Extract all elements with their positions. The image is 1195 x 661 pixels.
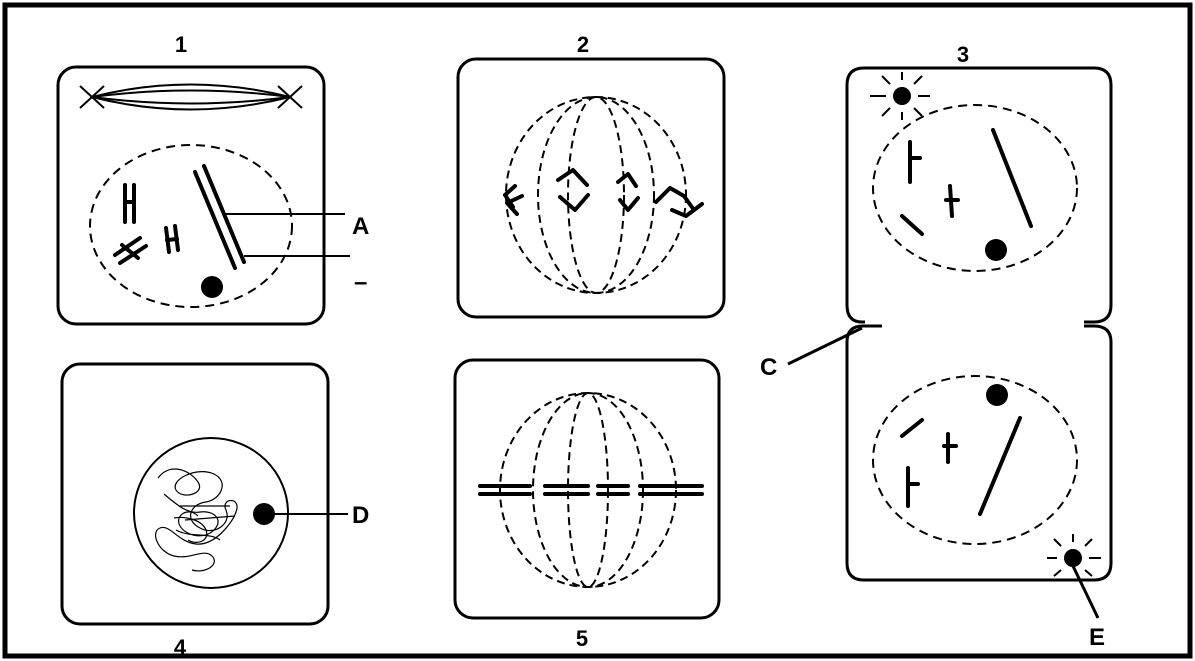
label-c-pointer [787,326,863,366]
panel-4-cell [60,362,330,626]
panel-3-bottom-cell [845,324,1113,582]
panel-1: 1 [56,32,369,326]
label-b: – [354,269,367,296]
panel-5-number: 5 [576,626,588,651]
panel-4-number: 4 [174,635,187,660]
panel-1-nuclear-envelope [89,144,293,308]
panel-5-cell [453,358,721,620]
panel-2-cell [456,57,726,319]
panel-4: D 4 [60,362,369,660]
label-e: E [1089,624,1105,651]
label-e-pointer [1071,565,1100,619]
label-c: C [760,354,777,381]
panel-3-top-centriole [870,72,930,120]
panel-3-top-cell [845,66,1113,324]
panel-3-bottom-nucleus [872,375,1078,545]
panel-3-number: 3 [957,42,969,67]
panel-3-top-nucleus [872,104,1078,272]
panel-5: 5 [453,358,721,651]
panel-5-chromosomes [478,484,704,496]
panel-4-chromatin [155,468,238,572]
label-a: A [352,213,369,240]
panel-3-top-chromosomes [900,128,1033,236]
panel-5-spindle [499,392,677,588]
panel-3-bottom-nucleolus [986,384,1008,406]
panel-1-nucleolus [201,276,223,298]
panel-1-number: 1 [175,32,187,57]
panel-2-number: 2 [577,32,589,57]
panel-3-bottom-chromosomes [900,416,1022,516]
panel-2: 2 [456,32,726,319]
panel-1-spindle [79,83,303,111]
panel-1-cell [56,65,326,326]
panel-2-spindle [505,96,687,294]
panel-3: 3 [760,42,1113,651]
panel-3-bottom-centriole [1047,534,1101,577]
label-d: D [352,502,369,529]
panel-1-chromosomes [113,164,246,270]
panel-2-chromosomes [503,168,704,218]
panel-3-top-nucleolus [985,239,1007,261]
